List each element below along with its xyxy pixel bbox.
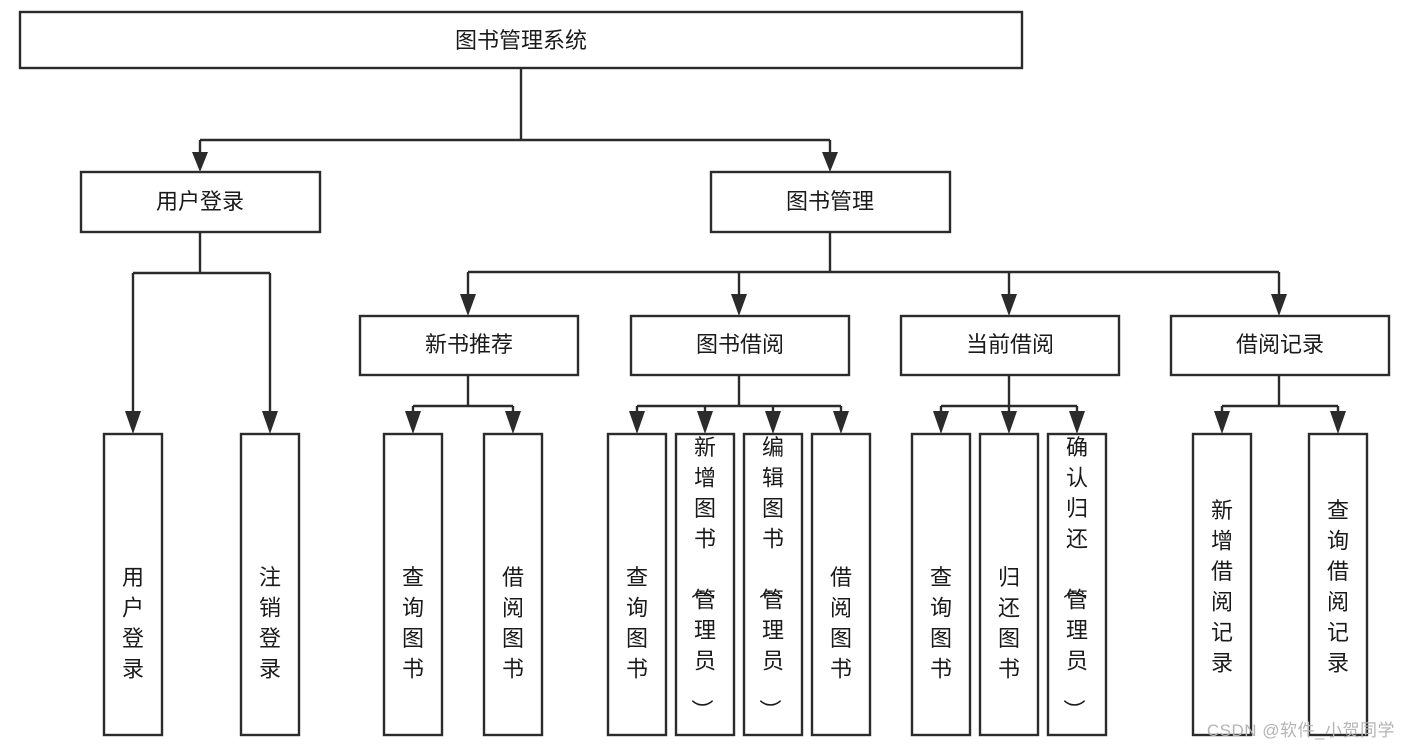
arrow-head-bookborrow-leaf-3 xyxy=(765,411,781,434)
node-borrow-record-label: 借阅记录 xyxy=(1236,332,1324,357)
leaf-node-bookborrow-borrow-box[interactable] xyxy=(810,432,872,737)
arrow-head-borrow-record xyxy=(1271,294,1287,316)
leaf-node-borrowrecord-query[interactable]: 查询借阅记录 xyxy=(1307,432,1369,737)
node-book-borrow-label: 图书借阅 xyxy=(696,332,784,357)
leaf-node-bookborrow-borrow[interactable]: 借阅图书 xyxy=(810,432,872,737)
leaf-node-user-login-logout-label: 注销登录 xyxy=(259,565,281,682)
node-root-system-label: 图书管理系统 xyxy=(455,28,587,53)
node-book-management-label: 图书管理 xyxy=(786,189,874,214)
leaf-node-borrowrecord-query-box[interactable] xyxy=(1307,432,1369,737)
leaf-node-bookborrow-edit-box[interactable] xyxy=(742,432,804,737)
leaf-node-currentborrow-query-box[interactable] xyxy=(910,432,972,737)
leaf-node-newbook-query[interactable]: 查询图书 xyxy=(382,432,444,737)
leaf-node-newbook-borrow-label: 借阅图书 xyxy=(502,565,524,682)
leaf-node-bookborrow-add-box[interactable] xyxy=(674,432,736,737)
node-new-book-recommend-box[interactable] xyxy=(358,314,580,377)
leaf-node-bookborrow-edit-label: 编辑图书（管理员） xyxy=(757,435,784,721)
leaf-node-newbook-query-box[interactable] xyxy=(382,432,444,737)
node-root-system-box[interactable] xyxy=(18,10,1024,70)
arrow-head-book-borrow xyxy=(731,294,747,316)
leaf-node-user-login-login-box[interactable] xyxy=(102,432,164,737)
leaf-node-borrowrecord-add-label: 新增借阅记录 xyxy=(1211,498,1233,676)
arrow-head-new-book xyxy=(460,294,476,316)
leaf-node-currentborrow-return-box[interactable] xyxy=(978,432,1040,737)
arrow-head-currentborrow-leaf-1 xyxy=(933,411,949,434)
arrow-head-borrowrecord-leaf-2 xyxy=(1330,411,1346,434)
leaf-node-bookborrow-add[interactable]: 新增图书（管理员） xyxy=(674,432,736,737)
node-new-book-recommend[interactable]: 新书推荐 xyxy=(358,314,580,377)
leaf-node-currentborrow-confirm-box[interactable] xyxy=(1046,432,1108,737)
node-book-management-box[interactable] xyxy=(709,170,952,234)
node-book-borrow[interactable]: 图书借阅 xyxy=(629,314,851,377)
arrow-head-leaf-user-login xyxy=(125,411,141,434)
leaf-node-currentborrow-return-label: 归还图书 xyxy=(998,565,1020,682)
connector-layer xyxy=(125,68,1346,434)
node-root-system[interactable]: 图书管理系统 xyxy=(18,10,1024,70)
leaf-node-bookborrow-add-label: 新增图书（管理员） xyxy=(689,435,716,721)
node-user-login-label: 用户登录 xyxy=(156,189,244,214)
leaf-node-currentborrow-query[interactable]: 查询图书 xyxy=(910,432,972,737)
leaf-node-bookborrow-borrow-label: 借阅图书 xyxy=(830,565,852,682)
arrow-head-current-borrow xyxy=(1001,294,1017,316)
node-current-borrow-label: 当前借阅 xyxy=(966,332,1054,357)
arrow-head-leaf-logout xyxy=(262,411,278,434)
arrow-head-currentborrow-leaf-2 xyxy=(1001,411,1017,434)
node-new-book-recommend-label: 新书推荐 xyxy=(425,332,513,357)
leaf-node-currentborrow-return[interactable]: 归还图书 xyxy=(978,432,1040,737)
node-user-login[interactable]: 用户登录 xyxy=(79,170,322,234)
arrow-head-currentborrow-leaf-3 xyxy=(1069,411,1085,434)
leaf-node-borrowrecord-query-label: 查询借阅记录 xyxy=(1327,498,1349,676)
arrow-head-newbook-leaf-1 xyxy=(405,411,421,434)
arrow-head-bookborrow-leaf-1 xyxy=(629,411,645,434)
leaf-node-currentborrow-confirm-label: 确认归还（管理员） xyxy=(1061,435,1088,721)
leaf-node-currentborrow-confirm[interactable]: 确认归还（管理员） xyxy=(1046,432,1108,737)
arrow-head-book-mgmt xyxy=(822,152,838,172)
leaf-node-currentborrow-query-label: 查询图书 xyxy=(930,565,952,682)
leaf-node-bookborrow-query[interactable]: 查询图书 xyxy=(606,432,668,737)
leaf-node-newbook-borrow-box[interactable] xyxy=(482,432,544,737)
leaf-node-user-login-logout-box[interactable] xyxy=(239,432,301,737)
leaf-node-newbook-borrow[interactable]: 借阅图书 xyxy=(482,432,544,737)
leaf-node-borrowrecord-add-box[interactable] xyxy=(1191,432,1253,737)
leaf-node-user-login-login-label: 用户登录 xyxy=(122,565,144,682)
leaf-node-user-login-login[interactable]: 用户登录 xyxy=(102,432,164,737)
leaf-node-borrowrecord-add[interactable]: 新增借阅记录 xyxy=(1191,432,1253,737)
leaf-node-newbook-query-label: 查询图书 xyxy=(402,565,424,682)
leaf-node-bookborrow-query-label: 查询图书 xyxy=(626,565,648,682)
node-current-borrow-box[interactable] xyxy=(899,314,1121,377)
arrow-head-borrowrecord-leaf-1 xyxy=(1214,411,1230,434)
node-borrow-record[interactable]: 借阅记录 xyxy=(1169,314,1391,377)
leaf-node-user-login-logout[interactable]: 注销登录 xyxy=(239,432,301,737)
leaf-node-bookborrow-query-box[interactable] xyxy=(606,432,668,737)
node-borrow-record-box[interactable] xyxy=(1169,314,1391,377)
node-book-management[interactable]: 图书管理 xyxy=(709,170,952,234)
node-user-login-box[interactable] xyxy=(79,170,322,234)
arrow-head-newbook-leaf-2 xyxy=(505,411,521,434)
node-current-borrow[interactable]: 当前借阅 xyxy=(899,314,1121,377)
node-book-borrow-box[interactable] xyxy=(629,314,851,377)
leaf-node-bookborrow-edit[interactable]: 编辑图书（管理员） xyxy=(742,432,804,737)
arrow-head-bookborrow-leaf-2 xyxy=(697,411,713,434)
arrow-head-user-login xyxy=(192,152,208,172)
arrow-head-bookborrow-leaf-4 xyxy=(833,411,849,434)
